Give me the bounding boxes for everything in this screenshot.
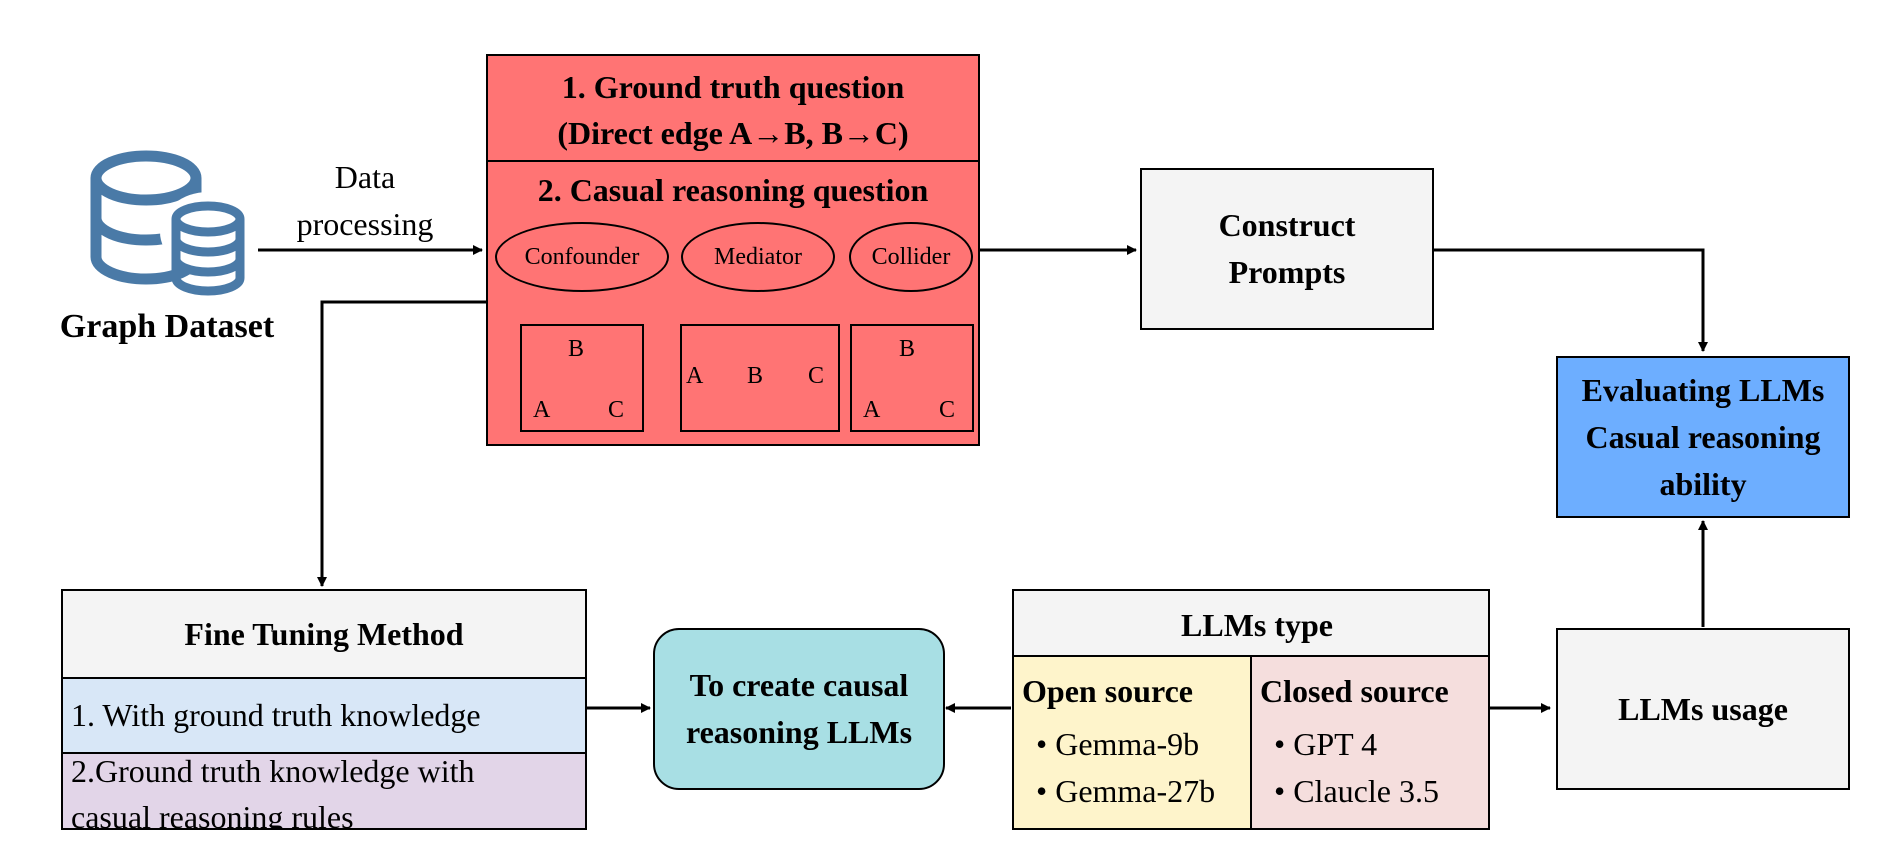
- fine-tuning-item-1: 1. With ground truth knowledge: [63, 679, 585, 754]
- evaluating-line3: ability: [1659, 465, 1747, 502]
- open-source-panel: Open source • Gemma-9b • Gemma-27b: [1014, 657, 1252, 828]
- fine-tuning-box: Fine Tuning Method 1. With ground truth …: [61, 589, 587, 830]
- database-icon: [90, 150, 256, 296]
- evaluating-line1: Evaluating LLMs: [1581, 371, 1825, 408]
- evaluating-line2: Casual reasoning: [1585, 418, 1821, 455]
- ground-truth-edges: (Direct edge A→B, B→C): [557, 115, 909, 151]
- fine-tuning-item-2: 2.Ground truth knowledge with casual rea…: [63, 754, 585, 828]
- llms-usage-box: LLMs usage: [1556, 628, 1850, 790]
- confounder-node: Confounder: [495, 222, 669, 292]
- ground-truth-section: 1. Ground truth question (Direct edge A→…: [488, 56, 978, 162]
- data-processing-label: Data processing: [270, 154, 460, 248]
- llms-type-title: LLMs type: [1014, 591, 1488, 657]
- construct-prompts-line2: Prompts: [1228, 254, 1346, 290]
- create-llms-line1: To create causal: [689, 667, 909, 703]
- confounder-c: C: [608, 397, 625, 423]
- open-source-title: Open source: [1022, 673, 1193, 709]
- construct-prompts-box: Construct Prompts: [1140, 168, 1434, 330]
- closed-source-title: Closed source: [1260, 673, 1449, 709]
- arrow-prompts-to-eval: [1433, 248, 1708, 352]
- collider-a: A: [863, 397, 881, 423]
- closed-source-panel: Closed source • GPT 4 • Claucle 3.5: [1252, 657, 1488, 828]
- arrow-question-to-finetune: [317, 300, 486, 587]
- closed-source-item: • GPT 4: [1274, 726, 1378, 762]
- fine-tuning-title: Fine Tuning Method: [63, 591, 585, 679]
- mediator-c: C: [808, 363, 825, 389]
- fine-tuning-item-2-line1: 2.Ground truth knowledge with: [71, 754, 475, 789]
- collider-c: C: [939, 397, 956, 423]
- ground-truth-title: 1. Ground truth question: [561, 69, 905, 105]
- open-source-item: • Gemma-27b: [1036, 773, 1216, 809]
- question-block: 1. Ground truth question (Direct edge A→…: [486, 54, 980, 446]
- data-processing-line1: Data: [334, 159, 396, 195]
- open-source-list: • Gemma-9b • Gemma-27b: [1036, 721, 1215, 815]
- mediator-graph: [680, 324, 840, 432]
- confounder-graph: [520, 324, 644, 432]
- closed-source-list: • GPT 4 • Claucle 3.5: [1274, 721, 1439, 815]
- evaluating-box: Evaluating LLMs Casual reasoning ability: [1556, 356, 1850, 518]
- construct-prompts-line1: Construct: [1218, 207, 1356, 243]
- confounder-a: A: [533, 397, 551, 423]
- collider-b: B: [899, 336, 916, 362]
- graph-dataset-label: Graph Dataset: [59, 308, 275, 345]
- mediator-node: Mediator: [681, 222, 835, 292]
- closed-source-item: • Claucle 3.5: [1274, 773, 1439, 809]
- create-llms-box: To create causal reasoning LLMs: [653, 628, 945, 790]
- data-processing-line2: processing: [296, 206, 434, 242]
- causal-question-title: 2. Casual reasoning question: [537, 172, 929, 208]
- confounder-b: B: [568, 336, 585, 362]
- create-llms-line2: reasoning LLMs: [685, 714, 913, 750]
- collider-node: Collider: [849, 222, 973, 292]
- mediator-b: B: [747, 363, 764, 389]
- fine-tuning-item-2-line2: casual reasoning rules: [71, 799, 354, 828]
- mediator-a: A: [686, 363, 704, 389]
- llms-type-box: LLMs type Open source • Gemma-9b • Gemma…: [1012, 589, 1490, 830]
- collider-graph: [850, 324, 974, 432]
- open-source-item: • Gemma-9b: [1036, 726, 1200, 762]
